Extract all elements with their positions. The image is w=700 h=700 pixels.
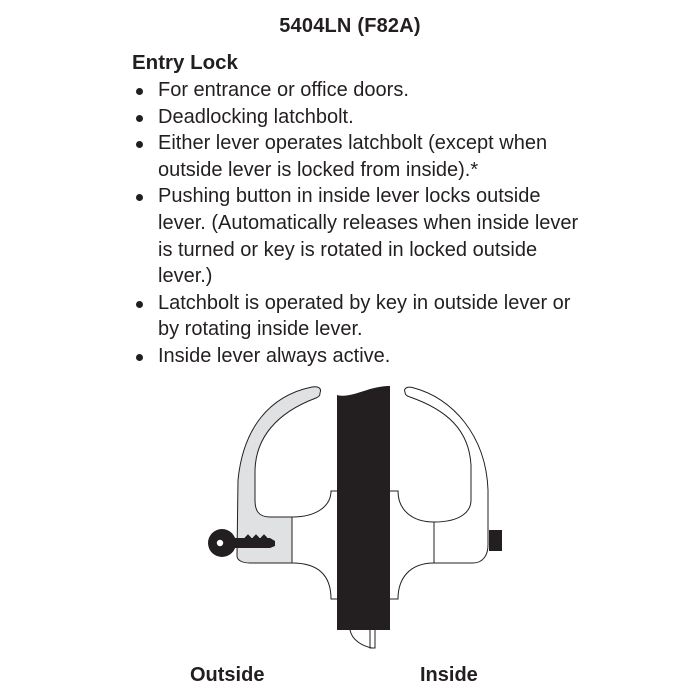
bullet-icon — [136, 114, 143, 122]
push-button — [489, 530, 502, 551]
bullet-icon — [136, 300, 143, 308]
bullet-icon — [136, 353, 143, 361]
latchbolt — [349, 626, 376, 649]
feature-item: Latchbolt is operated by key in outside … — [132, 290, 592, 343]
outside-lever — [236, 386, 337, 600]
feature-list: For entrance or office doors. Deadlockin… — [132, 77, 592, 370]
bullet-icon — [136, 141, 143, 149]
inside-lever — [390, 386, 489, 600]
inside-label: Inside — [420, 664, 478, 686]
key-icon — [208, 529, 275, 557]
function-heading: Entry Lock — [132, 51, 238, 74]
feature-item: Pushing button in inside lever locks out… — [132, 183, 592, 289]
feature-item: Inside lever always active. — [132, 343, 592, 370]
outside-label: Outside — [190, 664, 265, 686]
feature-item: Either lever operates latchbolt (except … — [132, 130, 592, 183]
product-title: 5404LN (F82A) — [279, 15, 421, 37]
bullet-icon — [136, 194, 143, 202]
door-section — [337, 386, 390, 630]
bullet-icon — [136, 88, 143, 95]
feature-item: For entrance or office doors. — [132, 77, 592, 104]
feature-item: Deadlocking latchbolt. — [132, 104, 592, 131]
